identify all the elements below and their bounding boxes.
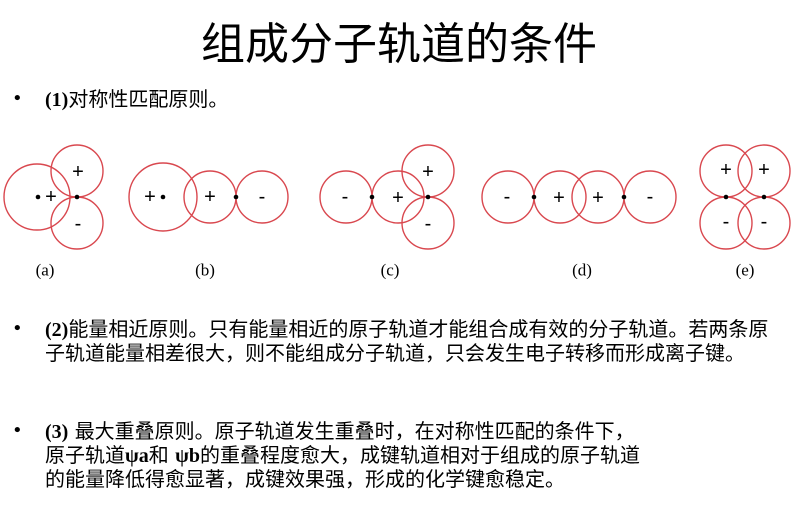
rule-text: 的重叠程度愈大，成键轨道相对于组成的原子轨道 — [200, 443, 641, 467]
nucleus-dot — [233, 194, 239, 200]
sign: + — [45, 186, 57, 208]
rule-text: 原子轨道 — [45, 443, 125, 467]
sign: + — [720, 159, 732, 181]
diagram-label: (e) — [736, 261, 755, 280]
sign: - — [723, 211, 730, 233]
sign: + — [758, 159, 770, 181]
sign: + — [204, 186, 216, 208]
diagram-e: + + - - (e) — [699, 144, 791, 280]
sign: - — [342, 186, 349, 208]
nucleus-dot — [160, 194, 166, 200]
nucleus-dot — [369, 194, 375, 200]
orbital-lobe — [3, 163, 71, 231]
symmetry-diagram: + + - (a) + + - (b) - + + - (c) - + + — [3, 144, 791, 280]
nucleus-dot — [531, 194, 537, 200]
rule-1: (1)对称性匹配原则。 — [45, 88, 785, 112]
nucleus-dot — [425, 194, 431, 200]
sign: - — [425, 213, 432, 235]
rule-2: (2)能量相近原则。只有能量相近的原子轨道才能组合成有效的分子轨道。若两条原子轨… — [45, 318, 785, 365]
bullet: • — [12, 88, 23, 109]
rule-number: (2) — [45, 319, 69, 341]
rule-text: 对称性匹配原则。 — [68, 87, 229, 111]
nucleus-dot — [761, 194, 767, 200]
sign: + — [422, 161, 434, 183]
diagram-c: - + + - (c) — [319, 144, 455, 280]
sign: - — [761, 211, 768, 233]
sign: + — [553, 187, 565, 209]
psi-b: ψb — [175, 445, 201, 467]
diagram-label: (d) — [572, 261, 592, 280]
nucleus-dot — [621, 194, 627, 200]
nucleus-dot — [74, 194, 80, 200]
sign: - — [504, 186, 511, 208]
sign: - — [259, 186, 266, 208]
diagram-label: (b) — [195, 261, 215, 280]
rule-3: (3) 最大重叠原则。原子轨道发生重叠时，在对称性匹配的条件下， 原子轨道ψa和… — [45, 420, 785, 491]
nucleus-dot — [723, 194, 729, 200]
rule-text: 的能量降低得愈显著，成键效果强，形成的化学键愈稳定。 — [45, 467, 565, 491]
rule-text: 和 — [148, 443, 176, 467]
psi-a: ψa — [125, 445, 149, 467]
sign: + — [592, 187, 604, 209]
rule-text: 能量相近原则。只有能量相近的原子轨道才能组合成有效的分子轨道。若两条原子轨道能量… — [45, 317, 769, 365]
bullet: • — [12, 318, 23, 339]
diagram-label: (c) — [381, 261, 400, 280]
rule-number: (1) — [45, 89, 69, 111]
diagram-a: + + - (a) — [3, 144, 104, 280]
sign: - — [75, 213, 82, 235]
slide-title: 组成分子轨道的条件 — [201, 19, 597, 70]
diagram-label: (a) — [36, 261, 55, 280]
bullet: • — [12, 420, 23, 441]
nucleus-dot — [35, 194, 41, 200]
rule-text: 最大重叠原则。原子轨道发生重叠时，在对称性匹配的条件下， — [74, 419, 635, 443]
diagram-b: + + - (b) — [128, 162, 289, 280]
rule-number: (3) — [45, 421, 69, 443]
sign: - — [647, 186, 654, 208]
sign: + — [144, 186, 156, 208]
sign: + — [392, 187, 404, 209]
sign: + — [72, 161, 84, 183]
diagram-d: - + + - (d) — [481, 170, 677, 280]
orbital-lobe — [128, 162, 198, 232]
